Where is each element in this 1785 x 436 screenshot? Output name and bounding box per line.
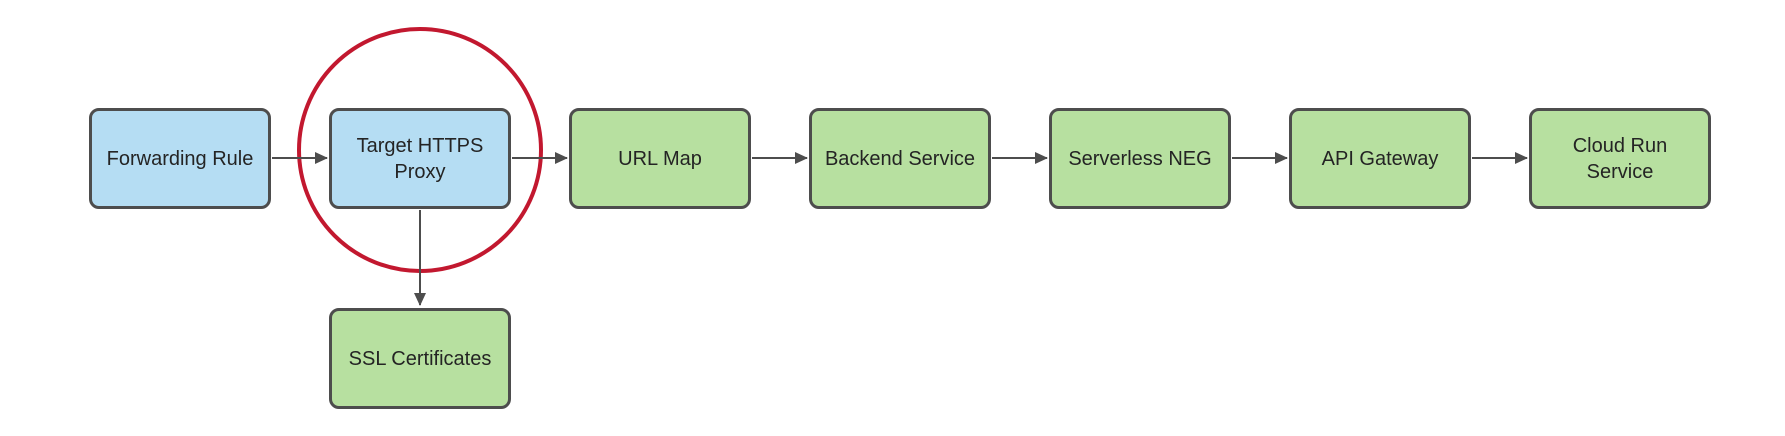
node-api-gateway: API Gateway bbox=[1289, 108, 1471, 209]
node-forwarding-rule: Forwarding Rule bbox=[89, 108, 271, 209]
node-target-https-proxy: Target HTTPS Proxy bbox=[329, 108, 511, 209]
node-backend-service: Backend Service bbox=[809, 108, 991, 209]
node-serverless-neg: Serverless NEG bbox=[1049, 108, 1231, 209]
node-url-map: URL Map bbox=[569, 108, 751, 209]
node-cloud-run-service: Cloud Run Service bbox=[1529, 108, 1711, 209]
node-ssl-certificates: SSL Certificates bbox=[329, 308, 511, 409]
